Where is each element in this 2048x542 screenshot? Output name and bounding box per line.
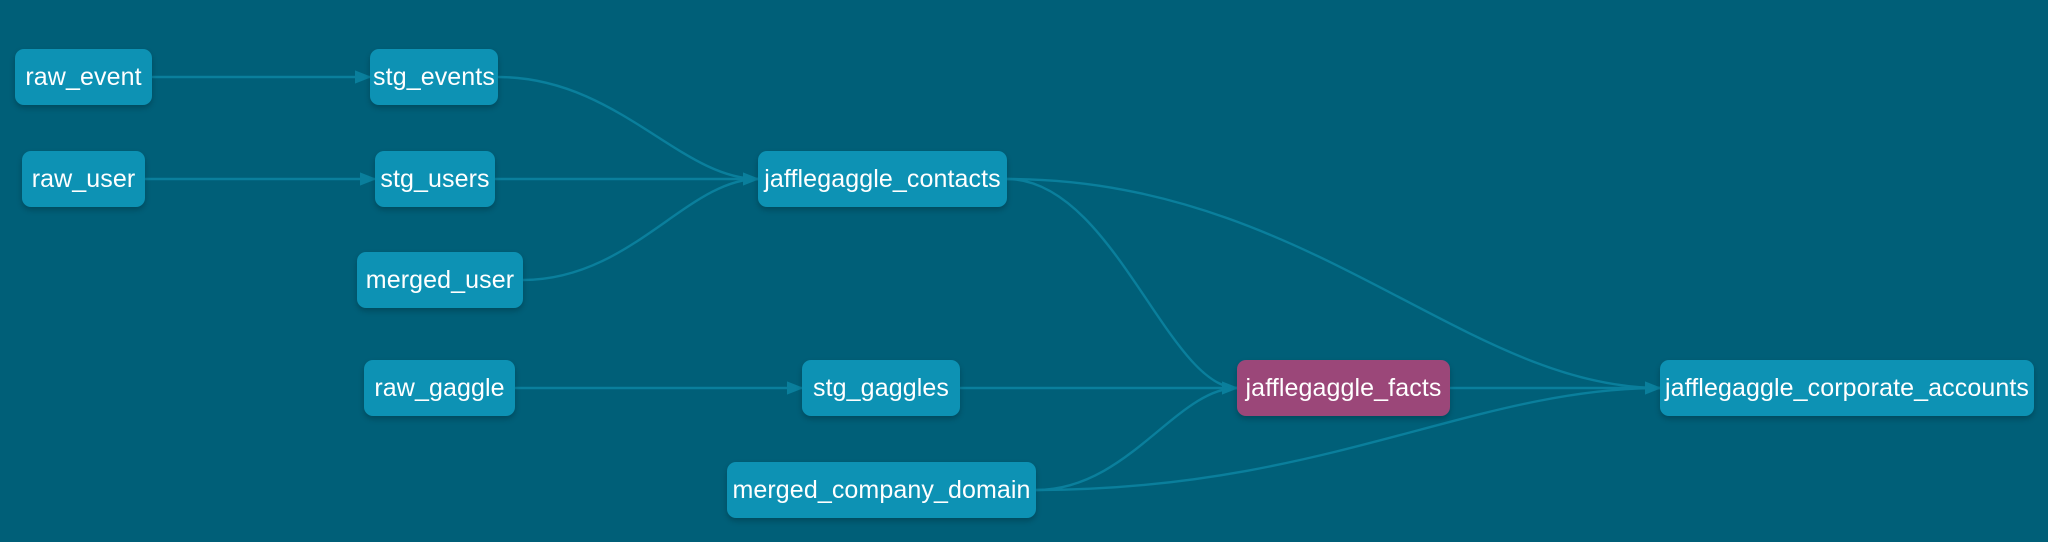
graph-node-label: merged_user	[365, 265, 515, 294]
graph-node-stg_events[interactable]: stg_events	[370, 49, 498, 105]
graph-node-label: raw_user	[31, 164, 136, 193]
graph-edge-merged_user-to-jafflegaggle_contacts	[521, 177, 760, 282]
graph-node-label: stg_users	[380, 164, 490, 193]
graph-node-label: jafflegaggle_corporate_accounts	[1665, 373, 2030, 402]
graph-node-label: merged_company_domain	[732, 475, 1031, 504]
graph-node-label: jafflegaggle_contacts	[764, 164, 1001, 193]
graph-node-merged_user[interactable]: merged_user	[357, 252, 523, 308]
graph-node-label: jafflegaggle_facts	[1245, 373, 1442, 402]
graph-node-raw_user[interactable]: raw_user	[22, 151, 145, 207]
graph-edge-merged_company_domain-to-jafflegaggle_facts	[1034, 386, 1239, 492]
graph-node-stg_users[interactable]: stg_users	[375, 151, 495, 207]
graph-node-jafflegaggle_facts[interactable]: jafflegaggle_facts	[1237, 360, 1450, 416]
graph-node-jafflegaggle_contacts[interactable]: jafflegaggle_contacts	[758, 151, 1007, 207]
graph-node-label: raw_event	[25, 62, 142, 91]
graph-node-raw_gaggle[interactable]: raw_gaggle	[364, 360, 515, 416]
graph-node-jafflegaggle_corporate_accounts[interactable]: jafflegaggle_corporate_accounts	[1660, 360, 2034, 416]
graph-edge-jafflegaggle_contacts-to-jafflegaggle_facts	[1005, 177, 1239, 390]
graph-node-merged_company_domain[interactable]: merged_company_domain	[727, 462, 1036, 518]
graph-node-label: stg_gaggles	[813, 373, 949, 402]
graph-node-label: raw_gaggle	[374, 373, 505, 402]
graph-node-stg_gaggles[interactable]: stg_gaggles	[802, 360, 960, 416]
graph-edge-stg_events-to-jafflegaggle_contacts	[496, 75, 760, 181]
graph-node-label: stg_events	[373, 62, 495, 91]
graph-edge-jafflegaggle_contacts-to-jafflegaggle_corporate_accounts	[1005, 177, 1662, 390]
graph-node-raw_event[interactable]: raw_event	[15, 49, 152, 105]
